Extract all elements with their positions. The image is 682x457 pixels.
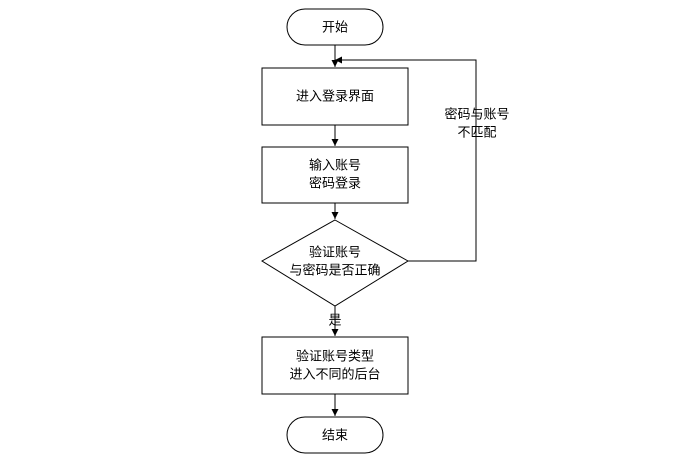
end-node <box>286 416 384 454</box>
end-node-label: 结束 <box>322 429 348 444</box>
edge-mismatch-loop <box>335 56 477 262</box>
verify-decision-label-line1: 验证账号 <box>309 245 361 261</box>
backend-node-label-line2: 进入不同的后台 <box>289 367 380 383</box>
backend-node <box>261 336 409 395</box>
input-credentials-label-line2: 密码登录 <box>309 176 361 192</box>
backend-node-label-line1: 验证账号类型 <box>296 349 374 365</box>
login-screen-node <box>261 67 409 126</box>
input-credentials-label-line1: 输入账号 <box>309 158 361 174</box>
verify-decision-node <box>261 219 409 307</box>
input-credentials-node <box>261 146 409 204</box>
start-node <box>286 8 384 46</box>
login-screen-node-label: 进入登录界面 <box>296 90 374 105</box>
mismatch-edge-label-line1: 密码与账号 <box>444 107 509 123</box>
mismatch-edge-label-line2: 不匹配 <box>457 126 496 141</box>
yes-edge-label: 是 <box>328 314 341 329</box>
start-node-label: 开始 <box>322 21 348 36</box>
verify-decision-label-line2: 与密码是否正确 <box>289 263 380 279</box>
